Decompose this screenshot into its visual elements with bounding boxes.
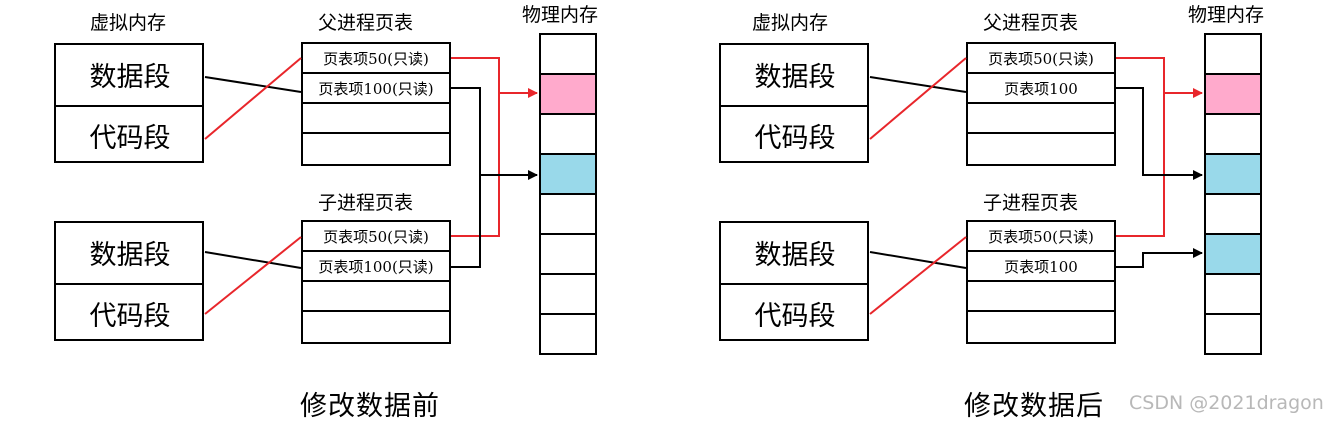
memory-page-data [541, 155, 595, 195]
memory-page [541, 315, 595, 355]
right-parent-table-title: 父进程页表 [983, 12, 1079, 34]
memory-page [541, 235, 595, 275]
memory-page-data-child [1206, 235, 1260, 275]
left-parent-100-to-data [451, 87, 538, 180]
memory-page [541, 275, 595, 315]
left-parent-code-segment: 代码段 [56, 105, 204, 163]
right-caption: 修改数据后 [964, 391, 1104, 422]
memory-page-data-parent [1206, 155, 1260, 195]
left-child-table-title: 子进程页表 [318, 192, 414, 214]
memory-page-shared [541, 75, 595, 115]
memory-page [541, 195, 595, 235]
right-child-data-link [869, 251, 967, 269]
right-child-table-title: 子进程页表 [983, 192, 1079, 214]
page-table-entry [968, 312, 1114, 342]
page-table-entry [303, 134, 449, 164]
left-child-virtual-memory: 数据段 代码段 [54, 221, 204, 341]
page-table-entry [968, 282, 1114, 312]
right-physical-memory [1204, 33, 1262, 355]
page-table-entry: 页表项50(只读) [968, 222, 1114, 252]
right-virtual-memory-title: 虚拟内存 [752, 12, 829, 34]
right-parent-page-table: 页表项50(只读) 页表项100 [966, 42, 1116, 166]
watermark: CSDN @2021dragon [1129, 392, 1324, 414]
left-physical-memory [539, 33, 597, 355]
memory-page [1206, 275, 1260, 315]
right-child-code-link [869, 236, 967, 315]
right-parent-code-segment: 代码段 [721, 105, 869, 163]
left-child-page-table: 页表项50(只读) 页表项100(只读) [301, 220, 451, 344]
left-parent-50-to-shared [451, 57, 538, 98]
left-child-code-link [204, 236, 302, 315]
page-table-entry [303, 312, 449, 342]
memory-page [1206, 315, 1260, 355]
page-table-entry [968, 104, 1114, 134]
right-child-50-to-shared [1116, 93, 1165, 237]
right-parent-code-link [869, 57, 967, 140]
right-parent-virtual-memory: 数据段 代码段 [719, 43, 869, 163]
left-parent-table-title: 父进程页表 [318, 12, 414, 34]
left-parent-data-segment: 数据段 [89, 61, 171, 93]
memory-page [1206, 35, 1260, 75]
left-virtual-memory-title: 虚拟内存 [90, 12, 167, 34]
left-child-data-segment: 数据段 [89, 239, 171, 271]
left-caption: 修改数据前 [300, 391, 440, 422]
memory-page [541, 35, 595, 75]
page-table-entry: 页表项50(只读) [303, 44, 449, 74]
page-table-entry: 页表项100 [968, 252, 1114, 282]
page-table-entry: 页表项50(只读) [303, 222, 449, 252]
right-parent-50-to-shared [1116, 57, 1203, 98]
right-parent-data-link [869, 76, 967, 93]
right-physical-memory-title: 物理内存 [1188, 4, 1265, 26]
page-table-entry [303, 282, 449, 312]
memory-page [1206, 115, 1260, 155]
memory-page [541, 115, 595, 155]
right-child-virtual-memory: 数据段 代码段 [719, 221, 869, 341]
right-parent-data-segment: 数据段 [754, 61, 836, 93]
right-child-page-table: 页表项50(只读) 页表项100 [966, 220, 1116, 344]
right-parent-100-to-data [1116, 87, 1203, 180]
left-physical-memory-title: 物理内存 [522, 4, 599, 26]
page-table-entry: 页表项100(只读) [303, 252, 449, 282]
right-child-100-to-data [1116, 248, 1203, 268]
page-table-entry: 页表项100 [968, 74, 1114, 104]
left-child-data-link [204, 251, 302, 269]
page-table-entry: 页表项100(只读) [303, 74, 449, 104]
page-table-entry: 页表项50(只读) [968, 44, 1114, 74]
memory-page-shared [1206, 75, 1260, 115]
right-child-code-segment: 代码段 [721, 283, 869, 341]
left-child-100-to-data [451, 175, 481, 268]
memory-page [1206, 195, 1260, 235]
right-child-data-segment: 数据段 [754, 239, 836, 271]
page-table-entry [303, 104, 449, 134]
left-parent-page-table: 页表项50(只读) 页表项100(只读) [301, 42, 451, 166]
left-child-50-to-shared [451, 93, 500, 237]
left-parent-code-link [204, 57, 302, 140]
left-parent-virtual-memory: 数据段 代码段 [54, 43, 204, 163]
left-parent-data-link [204, 76, 302, 93]
page-table-entry [968, 134, 1114, 164]
left-child-code-segment: 代码段 [56, 283, 204, 341]
